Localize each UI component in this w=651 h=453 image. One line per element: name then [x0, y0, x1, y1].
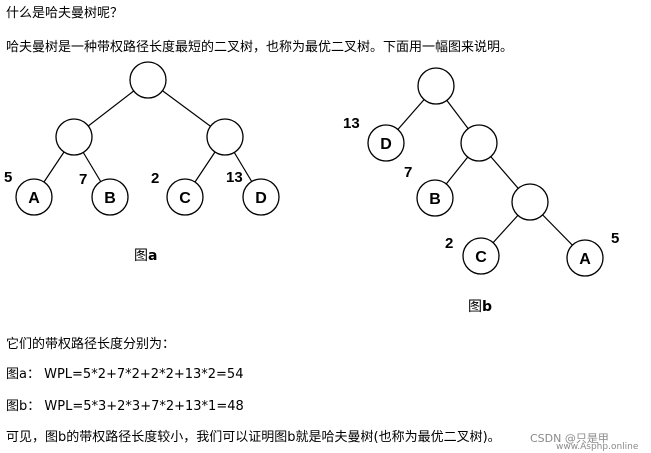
watermark-csdn: CSDN @只是甲 [530, 432, 609, 445]
node-label: D [255, 190, 267, 207]
tree-a-leaf-node [91, 178, 129, 216]
tree-a-leaf-node [166, 178, 204, 216]
tree-b-leaf-node [367, 124, 405, 162]
watermark-site: www.Asphp.online [556, 442, 639, 452]
tree-a-internal-node [55, 118, 93, 156]
weight-label: 7 [79, 171, 87, 188]
weight-label: 13 [226, 169, 243, 186]
definition-text: 哈夫曼树是一种带权路径长度最短的二叉树，也称为最优二叉树。下面用一幅图来说明。 [6, 40, 514, 55]
tree-a-leaf-node [242, 178, 280, 216]
weight-label: 2 [445, 235, 453, 252]
tree-b-root-node [417, 67, 455, 105]
weight-label: 7 [404, 164, 412, 181]
conclusion-text: 可见，图b的带权路径长度较小，我们可以证明图b就是哈夫曼树(也称为最优二叉树)。 [6, 430, 501, 445]
tree-b-leaf-node [462, 237, 500, 275]
node-label: B [429, 191, 441, 208]
node-label: D [380, 136, 392, 153]
tree-a-leaf-node [15, 178, 53, 216]
intro-text: 它们的带权路径长度分别为： [6, 337, 176, 352]
node-label: C [475, 249, 487, 266]
node-label: A [28, 190, 40, 207]
tree-b-leaf-node [416, 179, 454, 217]
figure-b-caption: 图b [468, 299, 492, 315]
node-label: B [104, 190, 116, 207]
wpl-b-text: 图b： WPL=5*3+2*3+7*2+13*1=48 [6, 399, 244, 414]
tree-a-internal-node [206, 118, 244, 156]
tree-b-leaf-node [566, 239, 604, 277]
node-label: A [579, 251, 591, 268]
node-label: C [179, 190, 191, 207]
tree-b-internal-node [460, 124, 498, 162]
figure-a-caption: 图a [134, 248, 157, 264]
weight-label: 5 [4, 169, 12, 186]
weight-label: 2 [151, 170, 159, 187]
tree-b-internal-node [511, 183, 549, 221]
weight-label: 5 [611, 230, 619, 247]
wpl-a-text: 图a： WPL=5*2+7*2+2*2+13*2=54 [6, 367, 244, 382]
weight-label: 13 [343, 115, 360, 132]
tree-b-edges [385, 85, 586, 259]
tree-a-root-node [129, 61, 167, 99]
question-text: 什么是哈夫曼树呢？ [6, 6, 124, 21]
